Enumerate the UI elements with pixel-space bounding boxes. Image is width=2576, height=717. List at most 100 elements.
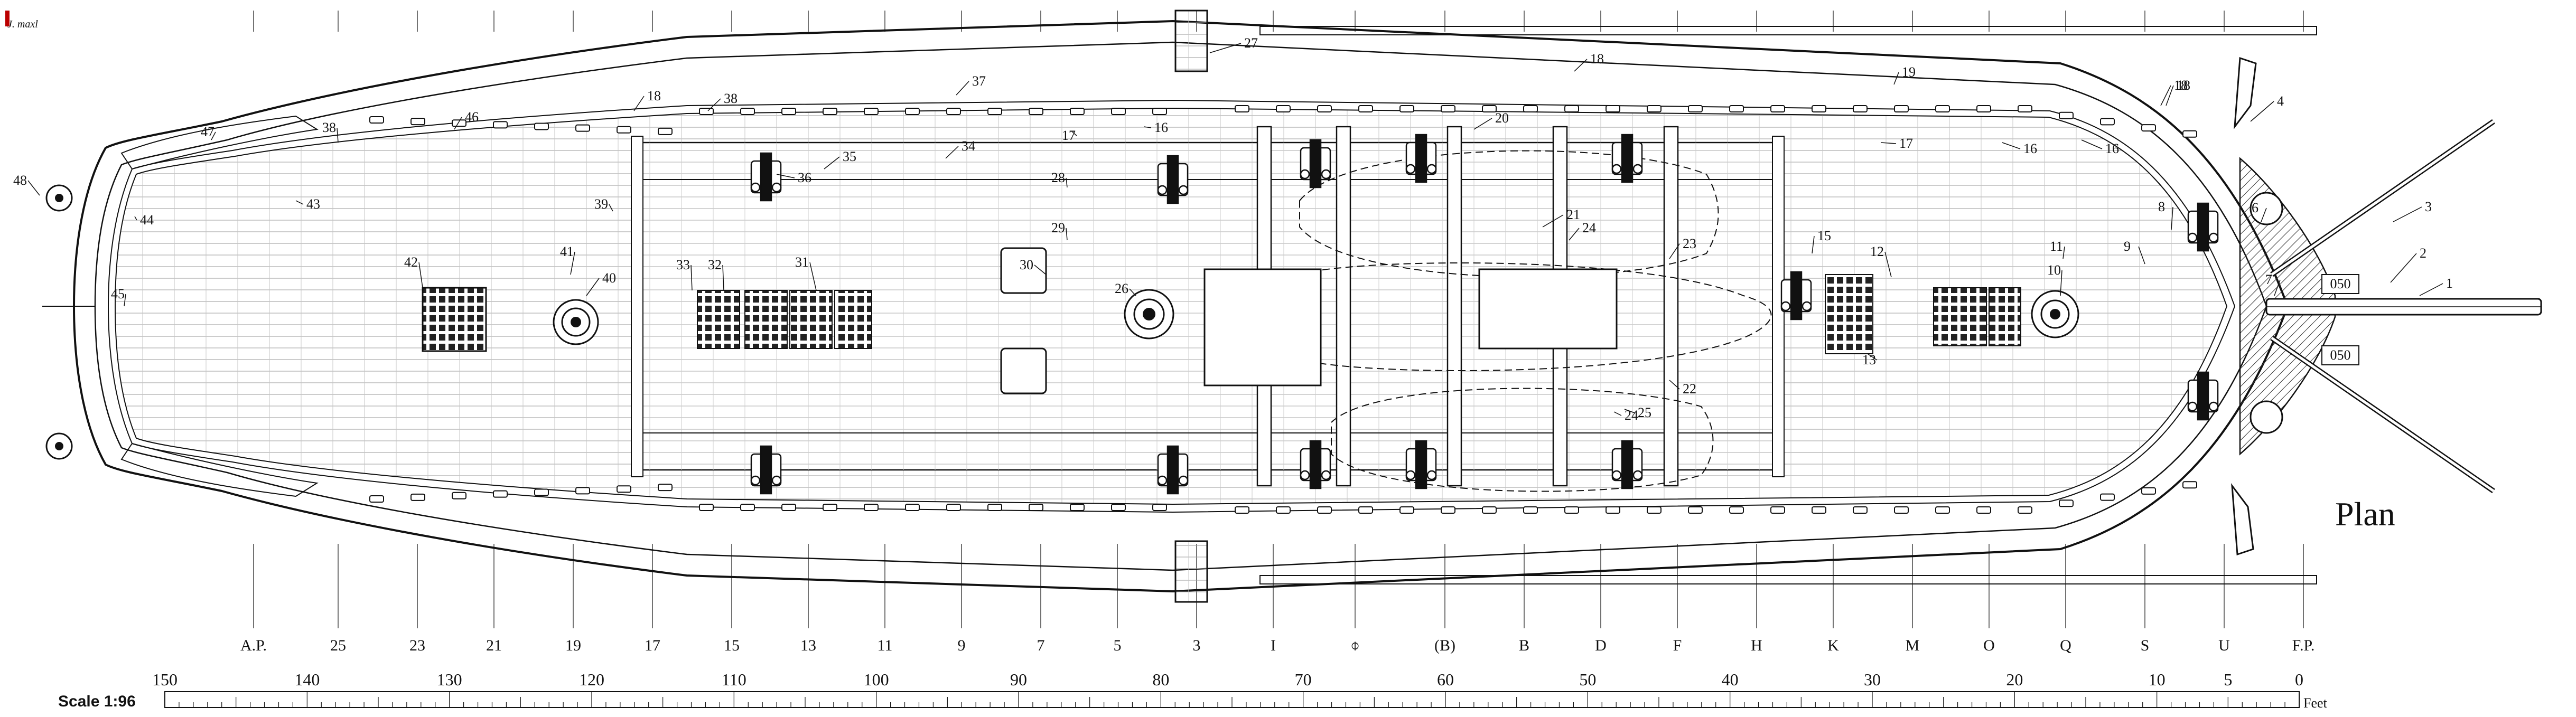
callout-number: 37 [972,73,986,89]
deck-guns [750,134,2219,495]
station-label: 11 [878,637,893,654]
scale-tick-label: 40 [1722,670,1739,689]
scale-tick-label: 0 [2295,670,2303,689]
scale-tick-label: 130 [437,670,462,689]
callout-number: 36 [798,170,811,185]
scale-units-label: Feet [2303,695,2328,711]
callout-number: 39 [594,196,608,212]
callout-number: 43 [306,196,320,212]
bow-structure: 050 050 [2231,56,2542,556]
station-label: 19 [565,637,581,654]
scale-tick-label: 70 [1295,670,1312,689]
station-label: K [1827,637,1839,654]
scale-tick-label: 140 [294,670,320,689]
aft-capstan [553,299,599,345]
callout-number: 48 [13,173,27,188]
gunports [369,105,2197,514]
callout-number: 8 [2158,199,2165,214]
callout-number: 41 [560,244,574,259]
callout-number: 16 [2023,141,2037,156]
callout-number: 30 [1020,257,1033,272]
skylight-grating [422,287,487,352]
callout-number: 16 [2105,141,2119,156]
callout-number: 45 [111,286,125,301]
callout-number: 18 [2177,78,2190,93]
callout-number: 6 [2252,200,2258,215]
scale-tick-label: 5 [2224,670,2232,689]
hatch-gratings [697,274,2021,354]
stern-structure [42,115,319,497]
callout-number: 24 [1625,408,1638,423]
station-label: 21 [486,637,502,654]
fore-capstan [2031,290,2079,338]
station-label: 13 [800,637,816,654]
station-label: 17 [645,637,660,654]
station-label: D [1595,637,1607,654]
scale-tick-label: 120 [579,670,604,689]
station-label: O [1983,637,1995,654]
callout-number: 21 [1566,207,1580,222]
boats-stowed [1299,150,1772,492]
station-label: (B) [1434,637,1455,654]
scale-tick-label: 30 [1864,670,1881,689]
draftsman-signature: J. maxl [7,18,38,30]
callout-number: 44 [140,212,154,228]
callout-number: 18 [1590,51,1604,67]
station-label: ⌽ [1350,637,1360,654]
callout-number: 34 [962,138,975,154]
callout-number: 18 [647,88,661,103]
station-label: H [1751,637,1762,654]
callout-number: 40 [602,270,616,286]
station-label: F.P. [2292,637,2315,654]
callout-number: 33 [676,257,690,272]
callout-number: 10 [2047,262,2061,278]
station-label: 9 [958,637,966,654]
callout-number: 27 [1244,35,1258,51]
callout-number: 38 [724,91,738,106]
scale-tick-label: 110 [722,670,746,689]
callout-number: 11 [2050,239,2063,254]
station-label: I [1271,637,1276,654]
callout-number: 29 [1051,220,1065,235]
callout-number: 15 [1817,228,1831,243]
callout-number: 13 [1862,352,1876,367]
scale-tick-label: 90 [1010,670,1027,689]
scale-tick-label: 50 [1579,670,1596,689]
scale-label: Scale 1:96 [58,693,136,710]
callout-number: 35 [843,149,856,164]
bitt-plate-label-2: 050 [2330,347,2351,363]
deck-beams [1256,126,1679,487]
callout-number: 26 [1115,281,1128,296]
station-label: Q [2060,637,2071,654]
station-label: U [2218,637,2230,654]
callout-number: 9 [2124,239,2131,254]
callout-leaders [27,43,2443,416]
scale-tick-label: 10 [2149,670,2166,689]
callout-number: 19 [1902,64,1916,80]
callout-number: 3 [2425,199,2432,214]
callout-number: 17 [1899,136,1913,151]
callout-number: 20 [1495,110,1509,126]
station-label: 15 [724,637,740,654]
station-label: 7 [1037,637,1045,654]
scale-tick-label: 60 [1437,670,1454,689]
callout-number: 2 [2420,246,2426,261]
station-label: 3 [1193,637,1201,654]
callout-numbers: 1234678910111213151616161717181818181920… [13,35,2453,423]
main-capstan [1124,289,1174,339]
callout-number: 32 [708,257,722,272]
callout-number: 23 [1683,236,1696,251]
callout-number: 25 [1638,405,1651,420]
station-label: S [2141,637,2150,654]
station-label: 23 [409,637,425,654]
callout-number: 12 [1870,244,1884,259]
callout-number: 16 [1154,120,1168,135]
scale-tick-label: 20 [2006,670,2023,689]
callout-number: 7 [2265,272,2272,287]
waist-rail-pins [1174,10,2317,603]
bitt-plate-label: 050 [2330,276,2351,291]
hatch-coamings [1000,247,1618,394]
